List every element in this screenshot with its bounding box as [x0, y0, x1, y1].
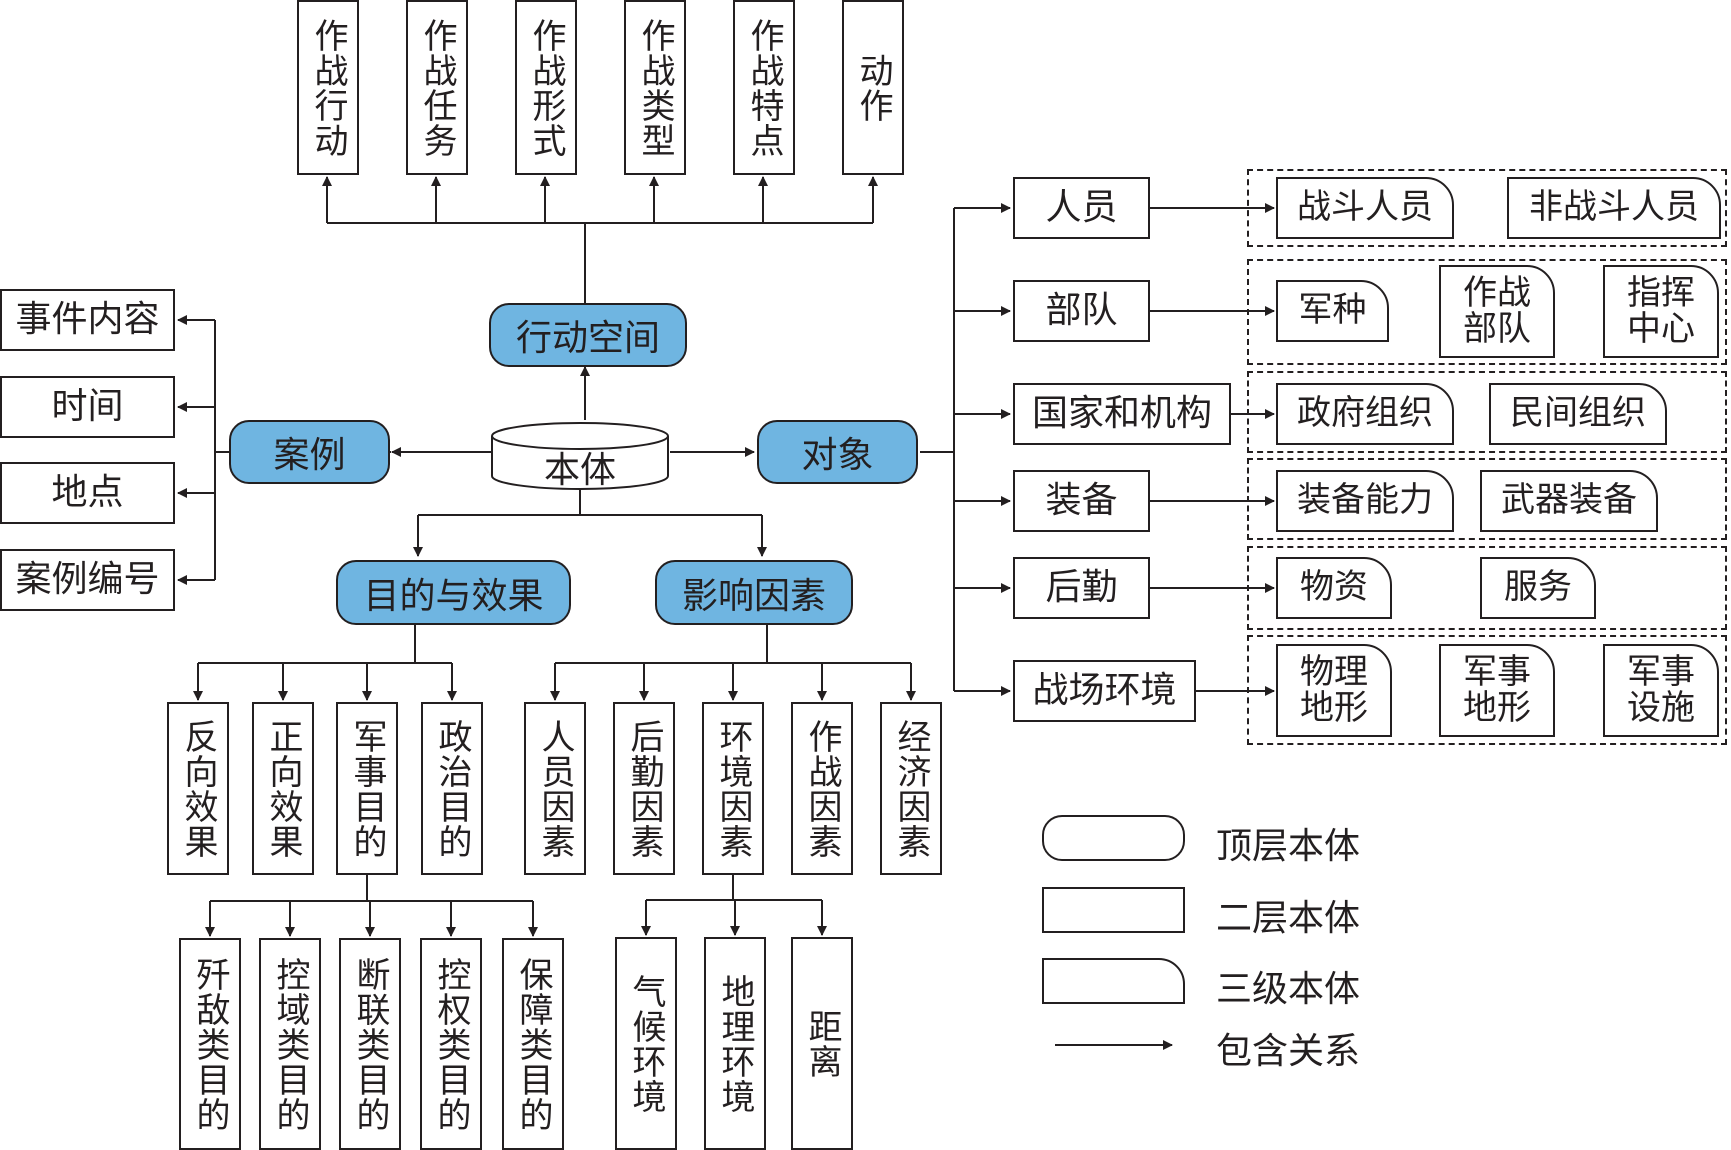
legend-label-top-level: 顶层本体	[1216, 826, 1361, 867]
battlefield-child-1: 物理地形	[1276, 644, 1392, 737]
influence-child-5: 经济因素	[880, 702, 942, 875]
purpose-child-4: 政治目的	[421, 702, 483, 875]
legend-symbol-top-level	[1042, 815, 1185, 861]
group-frame-unit	[1247, 259, 1727, 365]
object-child-3: 国家和机构	[1013, 383, 1231, 445]
group-frame-org	[1247, 371, 1727, 453]
influence-child-2: 后勤因素	[613, 702, 675, 875]
military-purpose-child-1: 歼敌类目的	[179, 938, 241, 1150]
action-child-4: 作战类型	[624, 0, 686, 175]
root-cylinder	[491, 422, 669, 490]
top-node-purpose-effect: 目的与效果	[336, 560, 571, 625]
unit-child-3: 指挥中心	[1603, 265, 1719, 358]
legend-label-second-level: 二层本体	[1216, 898, 1361, 939]
top-node-object: 对象	[757, 420, 918, 484]
org-child-1: 政府组织	[1276, 383, 1454, 445]
equipment-child-2: 武器装备	[1480, 470, 1658, 532]
group-frame-equipment	[1247, 458, 1727, 540]
unit-child-2: 作战部队	[1439, 265, 1555, 358]
group-frame-logistics	[1247, 546, 1727, 630]
group-frame-personnel	[1247, 169, 1727, 247]
case-child-1: 事件内容	[0, 289, 175, 351]
action-child-2: 作战任务	[406, 0, 468, 175]
case-child-2: 时间	[0, 376, 175, 438]
purpose-child-3: 军事目的	[336, 702, 398, 875]
case-child-3: 地点	[0, 462, 175, 524]
equipment-child-1: 装备能力	[1276, 470, 1454, 532]
action-child-5: 作战特点	[733, 0, 795, 175]
influence-child-1: 人员因素	[524, 702, 586, 875]
legend-label-relation: 包含关系	[1216, 1031, 1361, 1072]
legend-symbol-third-level	[1042, 958, 1185, 1004]
battlefield-child-2: 军事地形	[1439, 644, 1555, 737]
military-purpose-child-3: 断联类目的	[339, 938, 401, 1150]
group-frame-battlefield	[1247, 635, 1727, 745]
influence-child-3: 环境因素	[702, 702, 764, 875]
root-label: 本体	[543, 450, 616, 491]
military-purpose-child-5: 保障类目的	[502, 938, 564, 1150]
environment-child-1: 气候环境	[615, 937, 677, 1150]
environment-child-2: 地理环境	[704, 937, 766, 1150]
case-child-4: 案例编号	[0, 549, 175, 611]
top-node-case: 案例	[229, 420, 390, 484]
environment-child-3: 距离	[791, 937, 853, 1150]
top-node-influence: 影响因素	[655, 560, 853, 625]
purpose-child-1: 反向效果	[167, 702, 229, 875]
action-child-1: 作战行动	[297, 0, 359, 175]
unit-child-1: 军种	[1276, 280, 1389, 342]
action-child-6: 动作	[842, 0, 904, 175]
object-child-2: 部队	[1013, 280, 1150, 342]
personnel-child-2: 非战斗人员	[1507, 177, 1721, 239]
object-child-5: 后勤	[1013, 557, 1150, 619]
military-purpose-child-2: 控域类目的	[259, 938, 321, 1150]
object-child-1: 人员	[1013, 177, 1150, 239]
military-purpose-child-4: 控权类目的	[420, 938, 482, 1150]
influence-child-4: 作战因素	[791, 702, 853, 875]
personnel-child-1: 战斗人员	[1276, 177, 1454, 239]
battlefield-child-3: 军事设施	[1603, 644, 1719, 737]
object-child-6: 战场环境	[1013, 660, 1196, 722]
legend-label-third-level: 三级本体	[1216, 969, 1361, 1010]
legend-symbol-second-level	[1042, 887, 1185, 933]
action-child-3: 作战形式	[515, 0, 577, 175]
logistics-child-1: 物资	[1276, 557, 1392, 619]
org-child-2: 民间组织	[1489, 383, 1667, 445]
purpose-child-2: 正向效果	[252, 702, 314, 875]
logistics-child-2: 服务	[1480, 557, 1596, 619]
object-child-4: 装备	[1013, 470, 1150, 532]
top-node-action-space: 行动空间	[489, 303, 687, 367]
